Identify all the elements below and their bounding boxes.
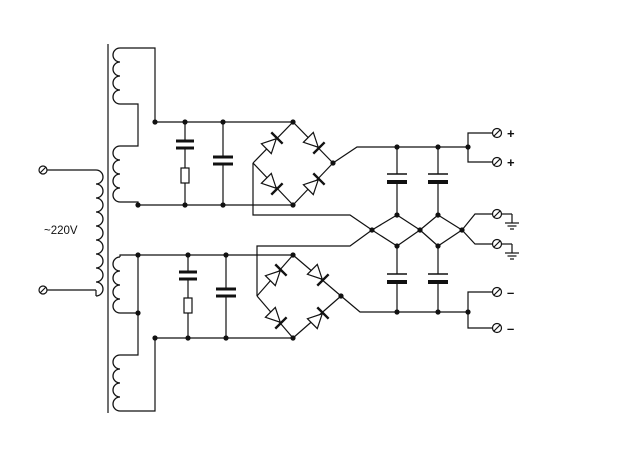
upper-filter-capacitor xyxy=(213,155,233,166)
upper-rc-capacitor xyxy=(176,139,194,150)
output-sign-neg-1: – xyxy=(507,285,514,300)
input-voltage-label: ~220V xyxy=(44,225,78,237)
ground-icon xyxy=(504,213,520,230)
diode-icon xyxy=(305,306,330,331)
input-terminal-bottom[interactable] xyxy=(38,285,48,295)
output-capacitor-3 xyxy=(387,273,407,284)
output-terminal-pos-2[interactable]: + xyxy=(491,155,516,170)
primary-winding xyxy=(47,169,104,297)
output-sign-pos-1: + xyxy=(507,126,515,141)
lower-rc-capacitor xyxy=(179,270,197,281)
lower-rc-resistor xyxy=(183,297,193,314)
secondary-winding-1 xyxy=(112,47,121,105)
input-terminal-top[interactable] xyxy=(38,165,48,175)
ground-icon xyxy=(504,243,520,260)
junction-dots xyxy=(135,119,471,341)
output-capacitor-4 xyxy=(428,273,448,284)
output-sign-pos-2: + xyxy=(507,155,515,170)
upper-rc-resistor xyxy=(180,167,190,184)
output-sign-neg-2: – xyxy=(507,321,514,336)
wiring xyxy=(119,47,492,412)
output-terminal-neg-2[interactable]: – xyxy=(491,321,515,336)
secondary-winding-2 xyxy=(112,145,121,203)
transformer: ~220V xyxy=(38,44,121,413)
output-terminal-gnd-1[interactable] xyxy=(491,208,520,230)
output-terminal-gnd-2[interactable] xyxy=(491,238,520,260)
output-terminal-neg-1[interactable]: – xyxy=(491,285,515,300)
secondary-winding-3 xyxy=(112,256,121,314)
secondary-winding-4 xyxy=(112,354,121,412)
lower-filter-capacitor xyxy=(216,287,236,298)
output-capacitor-2 xyxy=(428,173,448,184)
diode-icon xyxy=(263,305,288,330)
output-capacitor-1 xyxy=(387,173,407,184)
output-terminal-pos-1[interactable]: + xyxy=(491,126,516,141)
